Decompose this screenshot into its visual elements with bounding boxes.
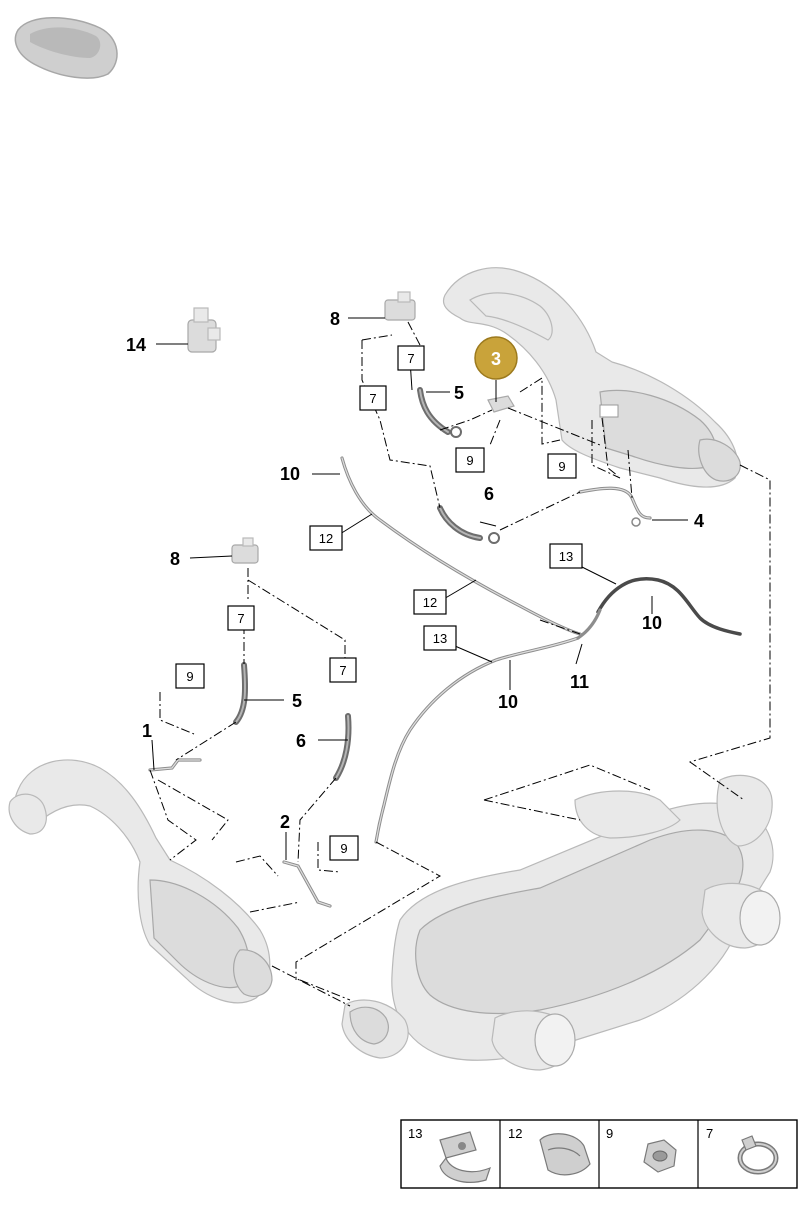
part-10-tube-right[interactable] [596, 577, 742, 636]
callout-10-right[interactable]: 10 [642, 613, 662, 633]
part-4-pipe[interactable] [578, 486, 652, 527]
band-clamp-icon [737, 1135, 779, 1175]
box-9-a[interactable]: 9 [455, 447, 485, 473]
box-7-c[interactable]: 7 [227, 605, 255, 631]
hose-clamp-icon [439, 1131, 491, 1183]
boxed-callouts: 7 7 7 7 9 9 9 9 [175, 345, 583, 861]
svg-text:12: 12 [508, 1126, 522, 1141]
part-6-hose-top[interactable] [437, 505, 500, 544]
callout-10-lower[interactable]: 10 [498, 692, 518, 712]
callout-5-lower[interactable]: 5 [292, 691, 302, 711]
callout-2[interactable]: 2 [280, 812, 290, 832]
part-1-bracket[interactable] [148, 758, 202, 772]
hardware-legend: 13 12 9 7 [400, 1119, 798, 1189]
callout-10-top[interactable]: 10 [280, 464, 300, 484]
svg-text:7: 7 [407, 351, 414, 366]
part-2-bracket[interactable] [282, 860, 332, 908]
rear-silencer [341, 774, 781, 1071]
catalytic-converter-right [442, 267, 741, 488]
part-6-hose-lower[interactable] [333, 713, 352, 781]
svg-text:7: 7 [339, 663, 346, 678]
svg-text:13: 13 [559, 549, 573, 564]
svg-text:13: 13 [433, 631, 447, 646]
legend-cell-13[interactable]: 13 [408, 1126, 491, 1183]
box-12-b[interactable]: 12 [413, 589, 447, 615]
svg-text:9: 9 [466, 453, 473, 468]
hex-nut-icon [643, 1139, 677, 1173]
box-9-b[interactable]: 9 [547, 453, 577, 479]
box-13-a[interactable]: 13 [549, 543, 583, 569]
box-9-c[interactable]: 9 [175, 663, 205, 689]
callout-1[interactable]: 1 [142, 721, 152, 741]
routing-lines [149, 321, 771, 1007]
callout-11[interactable]: 11 [570, 672, 589, 692]
part-3-bracket[interactable] [487, 395, 515, 413]
box-9-d[interactable]: 9 [329, 835, 359, 861]
car-silhouette-icon[interactable] [14, 17, 118, 79]
legend-cell-7[interactable]: 7 [706, 1126, 779, 1175]
part-5-hose-lower[interactable] [233, 662, 248, 725]
svg-text:9: 9 [606, 1126, 613, 1141]
part-8-sensor-lower[interactable] [231, 537, 259, 564]
svg-text:12: 12 [319, 531, 333, 546]
callout-8-lower[interactable]: 8 [170, 549, 180, 569]
catalytic-converter-left [8, 759, 273, 1004]
svg-text:13: 13 [408, 1126, 422, 1141]
svg-text:7: 7 [369, 391, 376, 406]
callout-14[interactable]: 14 [126, 335, 146, 355]
part-8-sensor-top[interactable] [384, 291, 416, 321]
callout-3[interactable]: 3 [491, 349, 501, 369]
box-13-b[interactable]: 13 [423, 625, 457, 651]
callout-4[interactable]: 4 [694, 511, 704, 531]
spring-clip-icon [539, 1133, 591, 1176]
box-12-a[interactable]: 12 [309, 525, 343, 551]
callout-6-lower[interactable]: 6 [296, 731, 306, 751]
part-14-valve[interactable] [187, 307, 221, 353]
part-10-tube-top[interactable] [340, 456, 582, 636]
svg-text:7: 7 [237, 611, 244, 626]
svg-text:7: 7 [706, 1126, 713, 1141]
part-10-tube-lower[interactable] [374, 608, 602, 844]
svg-text:9: 9 [186, 669, 193, 684]
callout-3-highlight[interactable]: 3 [474, 336, 518, 380]
svg-text:9: 9 [340, 841, 347, 856]
callout-8-top[interactable]: 8 [330, 309, 340, 329]
box-7-b[interactable]: 7 [359, 385, 387, 411]
leader-lines [151, 317, 688, 860]
callout-6-top[interactable]: 6 [484, 484, 494, 504]
legend-cell-12[interactable]: 12 [508, 1126, 591, 1176]
svg-text:12: 12 [423, 595, 437, 610]
callout-5-top[interactable]: 5 [454, 383, 464, 403]
box-7-d[interactable]: 7 [329, 657, 357, 683]
callout-numbers: 14 8 5 6 4 10 10 10 11 8 5 6 1 2 [126, 309, 704, 832]
legend-cell-9[interactable]: 9 [606, 1126, 677, 1173]
box-7-a[interactable]: 7 [397, 345, 425, 371]
svg-text:9: 9 [558, 459, 565, 474]
